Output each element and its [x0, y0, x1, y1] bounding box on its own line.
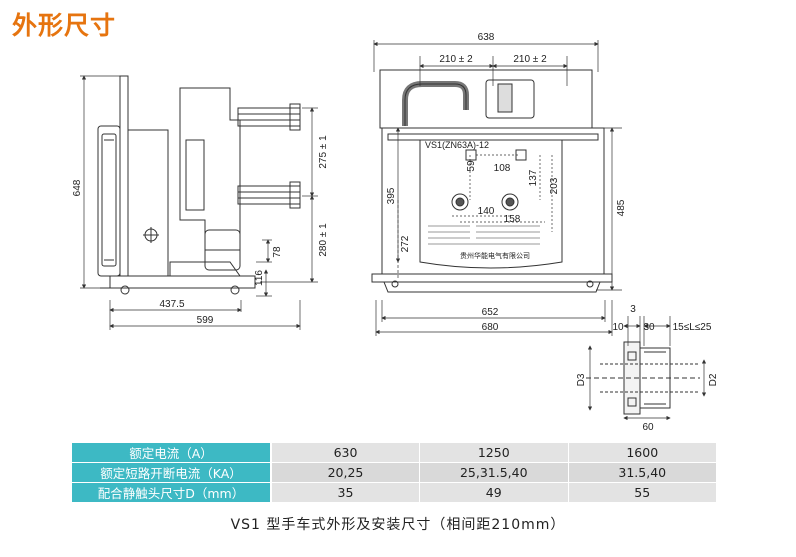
dim-pitch-left: 210 ± 2 — [439, 54, 473, 65]
cell: 49 — [419, 482, 569, 503]
model-label: VS1(ZN63A)-12 — [425, 140, 489, 150]
cell: 25,31.5,40 — [419, 462, 569, 483]
dim-638: 638 — [478, 32, 495, 43]
dim-203: 203 — [549, 177, 560, 194]
cell: 55 — [568, 482, 717, 503]
table-row: 配合静触头尺寸D（mm） 35 49 55 — [72, 482, 717, 503]
dim-137: 137 — [528, 169, 539, 186]
technical-drawing: 648 275 ± 1 280 ± 1 78 116 437.5 599 — [72, 32, 719, 433]
spec-table: 额定电流（A） 630 1250 1600 额定短路开断电流（KA） 20,25… — [72, 443, 717, 503]
dim-range: 15≤L≤25 — [673, 322, 712, 333]
front-panel-plate — [419, 139, 563, 269]
figure-caption: VS1 型手车式外形及安装尺寸（相间距210mm） — [230, 517, 566, 533]
dim-side-height: 648 — [72, 179, 83, 196]
dim-437: 437.5 — [159, 299, 184, 310]
dim-10: 10 — [612, 322, 624, 333]
dim-116: 116 — [254, 270, 265, 286]
front-view — [371, 69, 613, 293]
cell: 35 — [271, 482, 420, 503]
dim-140: 140 — [478, 206, 495, 217]
table-row: 额定电流（A） 630 1250 1600 — [72, 443, 717, 463]
dim-30: 30 — [643, 322, 655, 333]
dim-D3: D3 — [576, 373, 587, 386]
dim-78: 78 — [272, 246, 283, 258]
dim-108: 108 — [494, 163, 511, 174]
dim-485: 485 — [616, 199, 627, 216]
maker-label: 贵州华能电气有限公司 — [460, 251, 530, 260]
upper-contact-arm — [237, 107, 301, 127]
dim-158: 158 — [504, 214, 521, 225]
lower-contact-arm — [237, 185, 301, 205]
side-view — [97, 75, 301, 295]
front-panel — [97, 125, 121, 277]
contact-detail — [586, 341, 700, 415]
row-label: 配合静触头尺寸D（mm） — [72, 482, 272, 503]
dim-652: 652 — [482, 307, 499, 318]
chassis — [109, 275, 256, 289]
dim-D2: D2 — [708, 373, 719, 386]
cell: 1250 — [419, 443, 569, 463]
table-row: 额定短路开断电流（KA） 20,25 25,31.5,40 31.5,40 — [72, 462, 717, 483]
dim-pitch-right: 210 ± 2 — [513, 54, 547, 65]
dim-upper-contact: 275 ± 1 — [318, 135, 329, 169]
cell: 1600 — [568, 443, 717, 463]
dim-59: 59 — [466, 160, 477, 172]
dim-lower-contact: 280 ± 1 — [318, 223, 329, 257]
cell: 31.5,40 — [568, 462, 717, 483]
dim-395: 395 — [386, 187, 397, 204]
dim-599: 599 — [197, 315, 214, 326]
page-title: 外形尺寸 — [12, 11, 117, 40]
cell: 630 — [271, 443, 420, 463]
row-label: 额定电流（A） — [72, 443, 272, 463]
dim-680: 680 — [482, 322, 499, 333]
cell: 20,25 — [271, 462, 420, 483]
dim-3: 3 — [630, 304, 636, 315]
row-label: 额定短路开断电流（KA） — [72, 462, 272, 483]
dim-272: 272 — [400, 235, 411, 252]
dim-60: 60 — [642, 422, 654, 433]
